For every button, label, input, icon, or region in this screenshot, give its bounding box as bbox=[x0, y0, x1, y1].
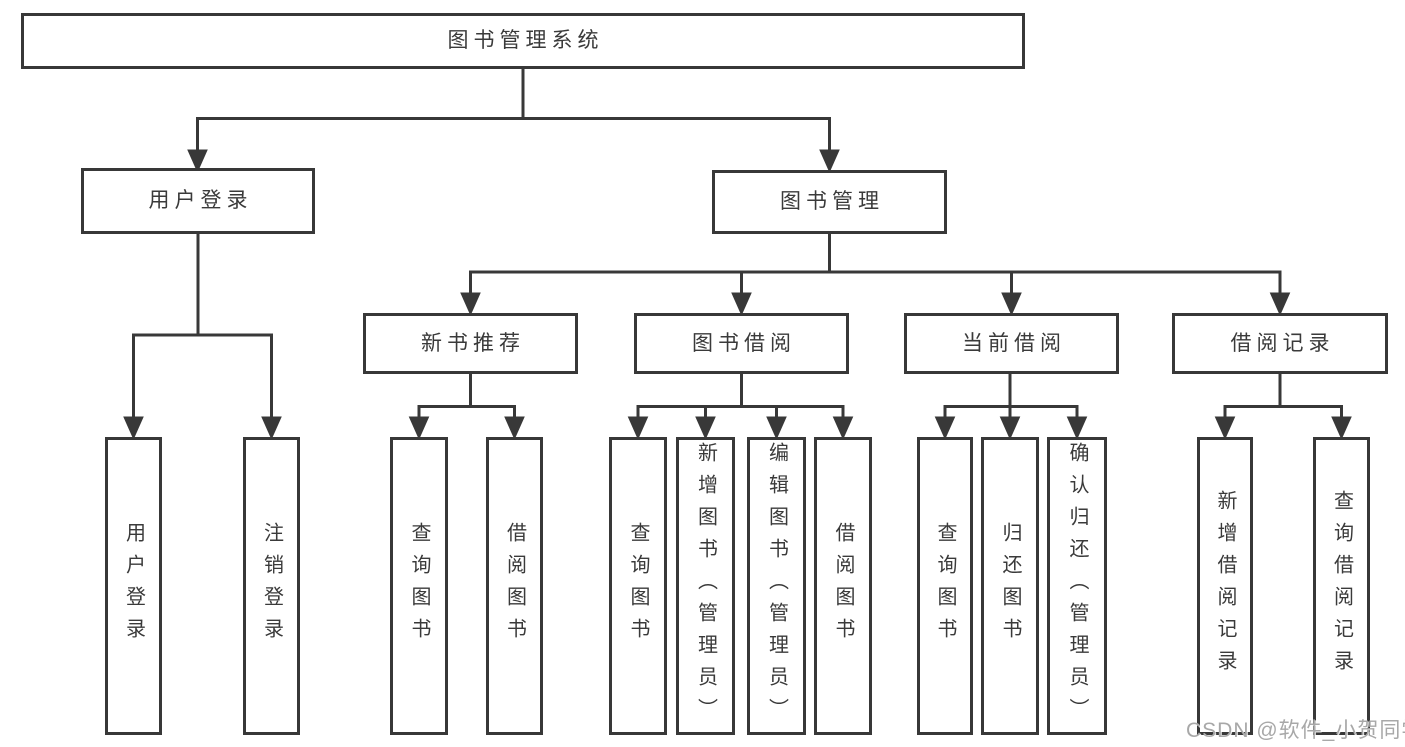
connector-user-login bbox=[123, 234, 282, 440]
node-book-borrowing-label: 图书借阅 bbox=[692, 331, 796, 355]
connector-new-book-recommend bbox=[408, 374, 525, 440]
leaf-add-borrow-record-label: 新增借阅记录 bbox=[1214, 490, 1236, 682]
connector-current-borrowing bbox=[934, 374, 1088, 440]
leaf-edit-book-admin-label: 编辑图书（管理员） bbox=[765, 442, 788, 730]
leaf-query-books-recommend: 查询图书 bbox=[390, 437, 448, 735]
leaf-confirm-return-admin: 确认归还（管理员） bbox=[1047, 437, 1107, 735]
node-book-management-label: 图书管理 bbox=[780, 190, 884, 214]
leaf-query-borrow-record-label: 查询借阅记录 bbox=[1330, 490, 1353, 682]
leaf-query-borrow-record: 查询借阅记录 bbox=[1313, 437, 1370, 735]
leaf-borrow-books-recommend: 借阅图书 bbox=[486, 437, 543, 735]
node-user-login-label: 用户登录 bbox=[148, 189, 253, 213]
leaf-add-book-admin: 新增图书（管理员） bbox=[676, 437, 735, 735]
connector-book-borrowing bbox=[627, 374, 854, 440]
leaf-user-login: 用户登录 bbox=[105, 437, 162, 735]
leaf-query-books-current-label: 查询图书 bbox=[934, 522, 956, 650]
leaf-borrow-books-recommend-label: 借阅图书 bbox=[503, 522, 526, 650]
node-library-management-system-label: 图书管理系统 bbox=[447, 29, 604, 53]
leaf-query-books-recommend-label: 查询图书 bbox=[408, 522, 430, 650]
connector-borrowing-records bbox=[1214, 374, 1352, 440]
leaf-query-books-borrowing-label: 查询图书 bbox=[627, 522, 649, 650]
leaf-logout-label: 注销登录 bbox=[260, 522, 283, 650]
connector-book-management bbox=[460, 234, 1291, 316]
leaf-query-books-borrowing: 查询图书 bbox=[609, 437, 667, 735]
node-current-borrowing: 当前借阅 bbox=[904, 313, 1119, 374]
node-user-login: 用户登录 bbox=[81, 168, 315, 234]
leaf-return-books-label: 归还图书 bbox=[999, 522, 1021, 650]
leaf-return-books: 归还图书 bbox=[981, 437, 1039, 735]
leaf-borrow-books-label: 借阅图书 bbox=[832, 522, 854, 650]
leaf-query-books-current: 查询图书 bbox=[917, 437, 973, 735]
node-book-borrowing: 图书借阅 bbox=[634, 313, 849, 374]
leaf-logout: 注销登录 bbox=[243, 437, 300, 735]
node-library-management-system: 图书管理系统 bbox=[21, 13, 1025, 69]
leaf-edit-book-admin: 编辑图书（管理员） bbox=[747, 437, 806, 735]
node-current-borrowing-label: 当前借阅 bbox=[962, 331, 1066, 355]
leaf-confirm-return-admin-label: 确认归还（管理员） bbox=[1066, 442, 1088, 730]
leaf-borrow-books: 借阅图书 bbox=[814, 437, 872, 735]
node-book-management: 图书管理 bbox=[712, 170, 947, 234]
connector-root bbox=[187, 69, 840, 173]
node-new-book-recommend: 新书推荐 bbox=[363, 313, 578, 374]
leaf-add-borrow-record: 新增借阅记录 bbox=[1197, 437, 1253, 735]
leaf-user-login-label: 用户登录 bbox=[122, 522, 145, 650]
node-borrowing-records-label: 借阅记录 bbox=[1230, 331, 1335, 355]
node-new-book-recommend-label: 新书推荐 bbox=[421, 331, 525, 355]
node-borrowing-records: 借阅记录 bbox=[1172, 313, 1388, 374]
csdn-watermark: CSDN @软件_小贺同学 bbox=[1186, 719, 1405, 742]
leaf-add-book-admin-label: 新增图书（管理员） bbox=[694, 442, 717, 730]
